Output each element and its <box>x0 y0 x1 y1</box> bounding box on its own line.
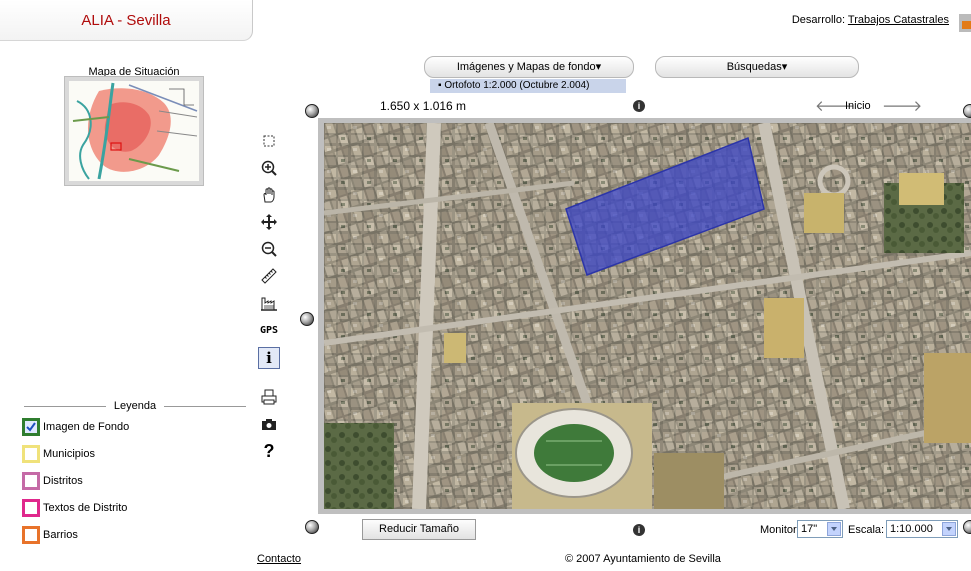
zoom-out-tool[interactable] <box>258 238 280 260</box>
zoom-box-icon <box>263 135 275 147</box>
pan-northwest-knob-icon[interactable] <box>305 104 319 118</box>
legend-item[interactable]: Textos de Distrito <box>22 499 128 517</box>
pan-hand-icon <box>263 187 275 203</box>
parcel-info-icon <box>261 297 277 311</box>
developer-credit: Desarrollo: Trabajos Catastrales <box>792 14 949 26</box>
legend-item-label: Municipios <box>43 448 95 460</box>
app-title: ALIA - Sevilla <box>81 12 171 29</box>
pan-southwest-knob-icon[interactable] <box>305 520 319 534</box>
gps-tool[interactable]: GPS <box>258 319 280 341</box>
contact-link[interactable]: Contacto <box>257 553 302 565</box>
pan-north-knob-icon[interactable]: i <box>633 100 645 112</box>
print-tool[interactable] <box>258 386 280 408</box>
print-icon <box>261 389 277 405</box>
reduce-size-button[interactable]: Reducir Tamaño <box>362 519 476 540</box>
move-icon <box>261 214 277 230</box>
legend-item[interactable]: Municipios <box>22 445 95 463</box>
stadium <box>512 403 652 509</box>
app-title-tab <box>0 0 253 41</box>
checkbox-checked-icon[interactable] <box>22 418 40 436</box>
nav-home-link[interactable]: Inicio <box>845 100 871 112</box>
nav-back-arrow-icon[interactable]: 🡐 <box>815 98 856 115</box>
zoom-in-icon <box>261 160 277 176</box>
monitor-select[interactable]: 17" <box>797 520 843 538</box>
monitor-label: Monitor: <box>760 524 800 536</box>
parcel-info-tool[interactable] <box>258 292 280 314</box>
checkbox-icon[interactable] <box>22 499 40 517</box>
camera-tool[interactable] <box>258 413 280 435</box>
developer-label: Desarrollo: <box>791 14 846 26</box>
move-tool[interactable] <box>258 211 280 233</box>
legend-item-label: Distritos <box>43 475 83 487</box>
legend-item-label: Imagen de Fondo <box>43 421 130 433</box>
legend-item-label: Textos de Distrito <box>43 502 128 514</box>
map-extent-label: 1.650 x 1.016 m <box>380 99 467 113</box>
checkbox-icon[interactable] <box>22 445 40 463</box>
background-images-menu-button[interactable]: Imágenes y Mapas de fondo▾ <box>424 56 634 78</box>
selected-background-layer[interactable]: ▪ Ortofoto 1:2.000 (Octubre 2.004) <box>430 79 626 93</box>
copyright-text: © 2007 Ayuntamiento de Sevilla <box>565 553 721 565</box>
scale-label: Escala: <box>848 524 885 536</box>
scale-value: 1:10.000 <box>890 523 933 535</box>
pan-west-knob-icon[interactable] <box>300 312 314 326</box>
aerial-map-view[interactable] <box>324 123 971 509</box>
chevron-down-icon <box>827 522 841 536</box>
measure-tool[interactable] <box>258 265 280 287</box>
situation-map-title: Mapa de Situación <box>88 66 180 78</box>
gps-icon: GPS <box>259 324 279 336</box>
legend-title-text: Leyenda <box>113 400 157 412</box>
situation-viewport-marker <box>110 142 122 151</box>
help-icon: ? <box>263 440 275 461</box>
info-icon: i <box>266 349 272 367</box>
monitor-value: 17" <box>801 523 818 535</box>
info-tool[interactable]: i <box>258 347 280 369</box>
zoom-box-tool[interactable] <box>258 130 280 152</box>
legend-item[interactable]: Distritos <box>22 472 83 490</box>
pan-northeast-knob-icon[interactable] <box>963 104 971 118</box>
nav-forward-arrow-icon[interactable]: 🡒 <box>882 98 923 115</box>
zoom-out-icon <box>261 241 277 257</box>
legend-item[interactable]: Barrios <box>22 526 78 544</box>
developer-link[interactable]: Trabajos Catastrales <box>847 14 949 26</box>
pan-tool[interactable] <box>258 184 280 206</box>
logo-corner-icon <box>959 14 971 32</box>
checkbox-icon[interactable] <box>22 472 40 490</box>
zoom-in-tool[interactable] <box>258 157 280 179</box>
legend-title: Leyenda <box>24 400 246 412</box>
chevron-down-icon <box>942 522 956 536</box>
pan-south-knob-icon[interactable]: i <box>633 524 645 536</box>
scale-select[interactable]: 1:10.000 <box>886 520 958 538</box>
map-frame <box>318 118 971 514</box>
camera-icon <box>262 419 276 430</box>
highlighted-area[interactable] <box>565 136 765 276</box>
pan-southeast-knob-icon[interactable] <box>963 520 971 534</box>
search-menu-button[interactable]: Búsquedas▾ <box>655 56 859 78</box>
legend-item[interactable]: Imagen de Fondo <box>22 418 130 436</box>
situation-map-image[interactable] <box>69 81 199 181</box>
checkbox-icon[interactable] <box>22 526 40 544</box>
situation-map[interactable] <box>64 76 204 186</box>
legend-item-label: Barrios <box>43 529 78 541</box>
measure-ruler-icon <box>261 268 277 284</box>
help-tool[interactable]: ? <box>258 440 280 462</box>
